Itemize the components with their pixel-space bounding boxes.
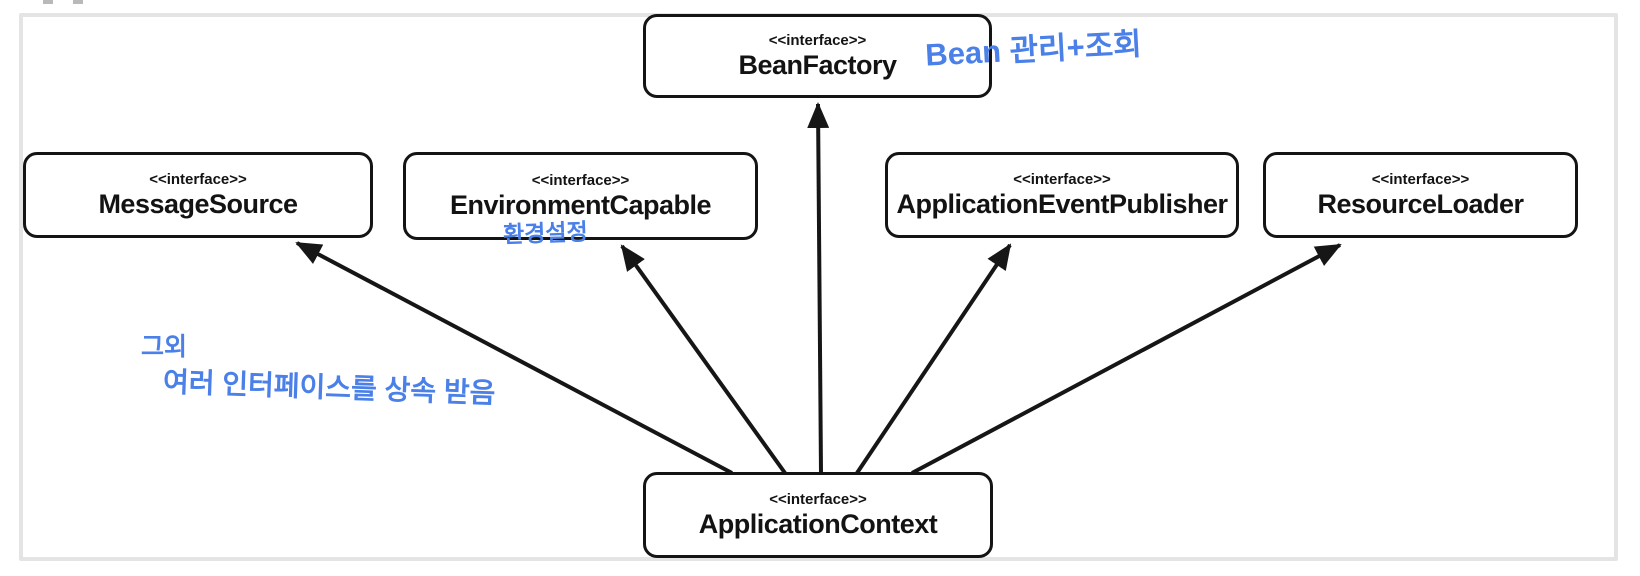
node-stereotype: <<interface>> <box>1013 171 1111 188</box>
node-name: ApplicationEventPublisher <box>896 189 1228 219</box>
node-name: BeanFactory <box>738 50 897 80</box>
node-beanfactory: <<interface>> BeanFactory <box>643 14 992 98</box>
arrow-applicationcontext-to-applicationeventpublisher <box>855 243 1012 475</box>
arrow-applicationcontext-to-beanfactory <box>807 102 830 474</box>
arrow-applicationcontext-to-environmentcapable <box>620 244 787 475</box>
node-applicationeventpublisher: <<interface>> ApplicationEventPublisher <box>885 152 1239 238</box>
node-stereotype: <<interface>> <box>149 171 247 188</box>
handwritten-note-environmentcapable: 환경설정 <box>502 218 589 248</box>
node-stereotype: <<interface>> <box>1371 171 1470 188</box>
node-stereotype: <<interface>> <box>768 32 867 49</box>
node-messagesource: <<interface>> MessageSource <box>23 152 373 238</box>
node-name: ApplicationContext <box>698 509 938 539</box>
node-environmentcapable: <<interface>> EnvironmentCapable <box>403 152 758 240</box>
node-stereotype: <<interface>> <box>769 491 867 508</box>
arrow-applicationcontext-to-resourceloader <box>911 243 1342 475</box>
cropped-text-artifact <box>43 0 53 4</box>
arrow-applicationcontext-to-messagesource <box>295 241 733 475</box>
node-stereotype: <<interface>> <box>531 172 630 189</box>
node-applicationcontext: <<interface>> ApplicationContext <box>643 472 993 558</box>
cropped-text-artifact <box>73 0 83 4</box>
node-resourceloader: <<interface>> ResourceLoader <box>1263 152 1578 238</box>
node-name: EnvironmentCapable <box>449 190 712 220</box>
node-name: ResourceLoader <box>1317 189 1524 219</box>
handwritten-note-side-line1: 그외 <box>141 333 188 361</box>
node-name: MessageSource <box>98 189 298 219</box>
